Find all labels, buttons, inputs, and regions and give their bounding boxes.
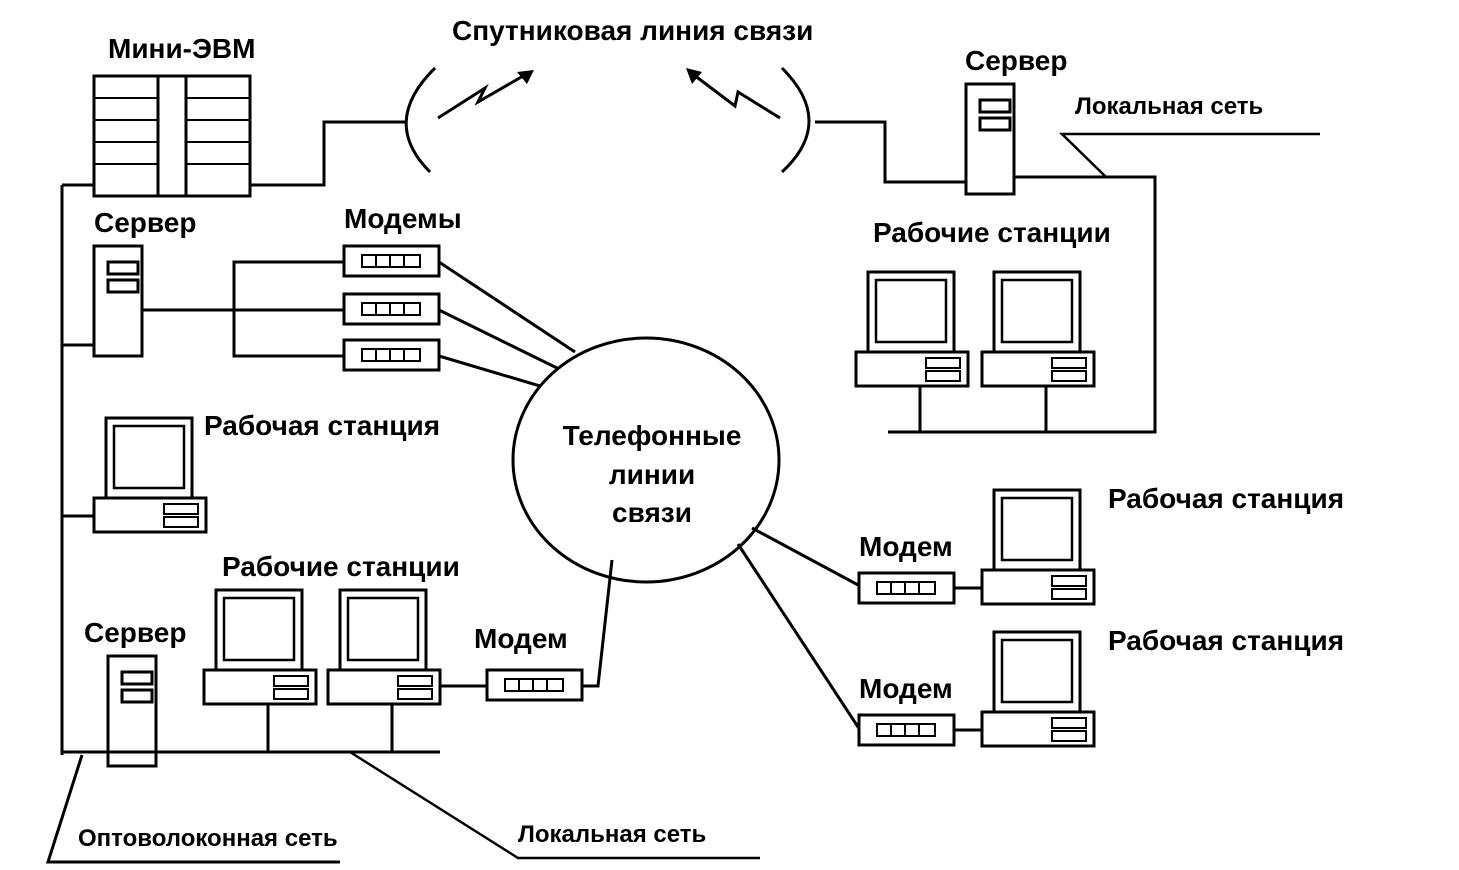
mini-computer-label: Мини-ЭВМ	[108, 33, 255, 64]
modem-right-2-label: Модем	[859, 673, 953, 704]
phone-lines-cloud	[511, 336, 781, 584]
workstations-top-right-label: Рабочие станции	[873, 217, 1111, 248]
workstation-left-label: Рабочая станция	[204, 410, 440, 441]
server-icon	[964, 82, 1016, 196]
satellite-label: Спутниковая линия связи	[452, 15, 813, 46]
lan-bottom-label: Локальная сеть	[518, 821, 706, 848]
workstation-icon	[980, 630, 1096, 748]
workstation-icon	[980, 270, 1096, 388]
modem-right-1-label: Модем	[859, 531, 953, 562]
workstation-right-2-label: Рабочая станция	[1108, 625, 1344, 656]
server-icon	[106, 654, 158, 768]
modem-icon	[342, 292, 441, 326]
modem-icon	[342, 338, 441, 372]
phone-lines-label-1: Телефонные	[563, 420, 742, 451]
modem-icon	[857, 571, 956, 605]
modems-label: Модемы	[344, 203, 462, 234]
fiber-network-label: Оптоволоконная сеть	[78, 825, 338, 852]
lan-top-right-line	[888, 175, 1157, 434]
phone-lines-label-2: линии	[609, 459, 695, 490]
satellite-to-server-line	[815, 120, 966, 184]
lan-top-right-label: Локальная сеть	[1075, 93, 1263, 120]
workstation-icon	[326, 588, 442, 706]
modem-bottom-label: Модем	[474, 623, 568, 654]
modem-icon	[342, 244, 441, 278]
modem-icon	[857, 713, 956, 747]
server-top-right-label: Сервер	[965, 45, 1067, 76]
phone-lines-label-3: связи	[612, 497, 692, 528]
satellite-arc-right	[780, 66, 811, 174]
workstation-icon	[92, 416, 208, 534]
server-icon	[92, 244, 144, 358]
workstation-icon	[980, 488, 1096, 606]
workstations-bottom-label: Рабочие станции	[222, 551, 460, 582]
workstation-icon	[854, 270, 970, 388]
lightning-right-icon	[689, 70, 781, 120]
workstation-right-1-label: Рабочая станция	[1108, 483, 1344, 514]
fiber-label-line	[45, 754, 340, 864]
server-bottom-left-label: Сервер	[84, 617, 186, 648]
modem-icon	[485, 668, 584, 702]
mini-computer-icon	[92, 74, 252, 198]
lightning-left-icon	[437, 70, 531, 120]
mini-to-satellite-line	[250, 120, 406, 187]
server-left-top-label: Сервер	[94, 207, 196, 238]
workstation-icon	[202, 588, 318, 706]
satellite-arc-left	[404, 66, 437, 174]
